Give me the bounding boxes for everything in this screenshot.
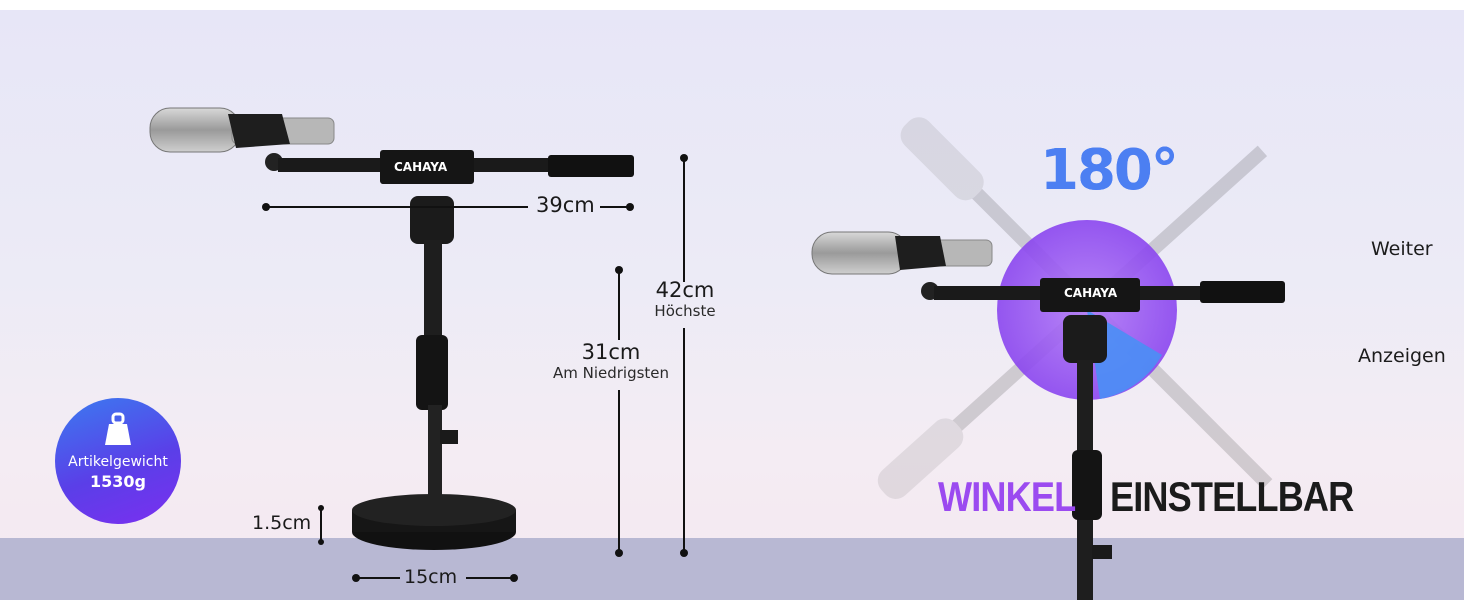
left-stand (149, 107, 634, 550)
floor (0, 538, 1464, 600)
weight-icon (105, 412, 131, 445)
min-height-value: 31cm (581, 340, 641, 364)
weight-label: Artikelgewicht (68, 454, 168, 470)
min-height-block: 31cm Am Niedrigsten (544, 340, 678, 382)
base-thickness-label: 1.5cm (252, 512, 312, 534)
more-link[interactable]: Weiter (1371, 238, 1433, 260)
dimension-lines (262, 154, 688, 582)
max-height-caption: Höchste (654, 302, 716, 320)
angle-value: 180° (1040, 138, 1179, 203)
headline-winkel: WINKEL (938, 473, 1076, 520)
max-height-block: 42cm Höchste (648, 278, 722, 320)
weight-badge: Artikelgewicht 1530g (55, 398, 181, 524)
product-illustration (149, 107, 1285, 600)
max-height-value: 42cm (655, 278, 715, 302)
product-scene: CAHAYA CAHAYA 39cm 42cm Höchste 31cm Am … (0, 10, 1464, 600)
right-stand (811, 231, 1285, 600)
min-height-caption: Am Niedrigsten (552, 364, 670, 382)
show-link[interactable]: Anzeigen (1358, 345, 1446, 367)
weight-value: 1530g (90, 472, 146, 491)
width-label: 39cm (536, 193, 595, 217)
base-diameter-label: 15cm (404, 566, 458, 588)
headline-einstellbar: EINSTELLBAR (1110, 473, 1354, 520)
brand-logo-right: CAHAYA (1064, 286, 1118, 300)
brand-logo-left: CAHAYA (394, 160, 448, 174)
